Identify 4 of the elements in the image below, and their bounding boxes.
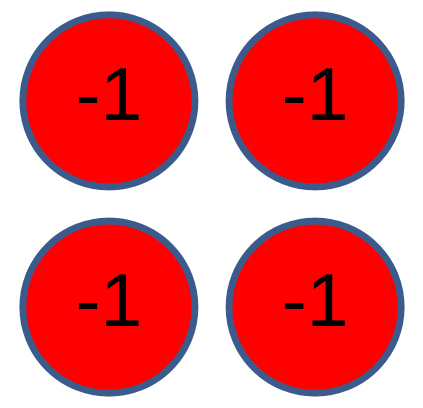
- node-circle: -1: [18, 11, 198, 190]
- node-circle: -1: [225, 11, 404, 190]
- node-circle: -1: [18, 218, 198, 397]
- node-circle: -1: [225, 218, 404, 397]
